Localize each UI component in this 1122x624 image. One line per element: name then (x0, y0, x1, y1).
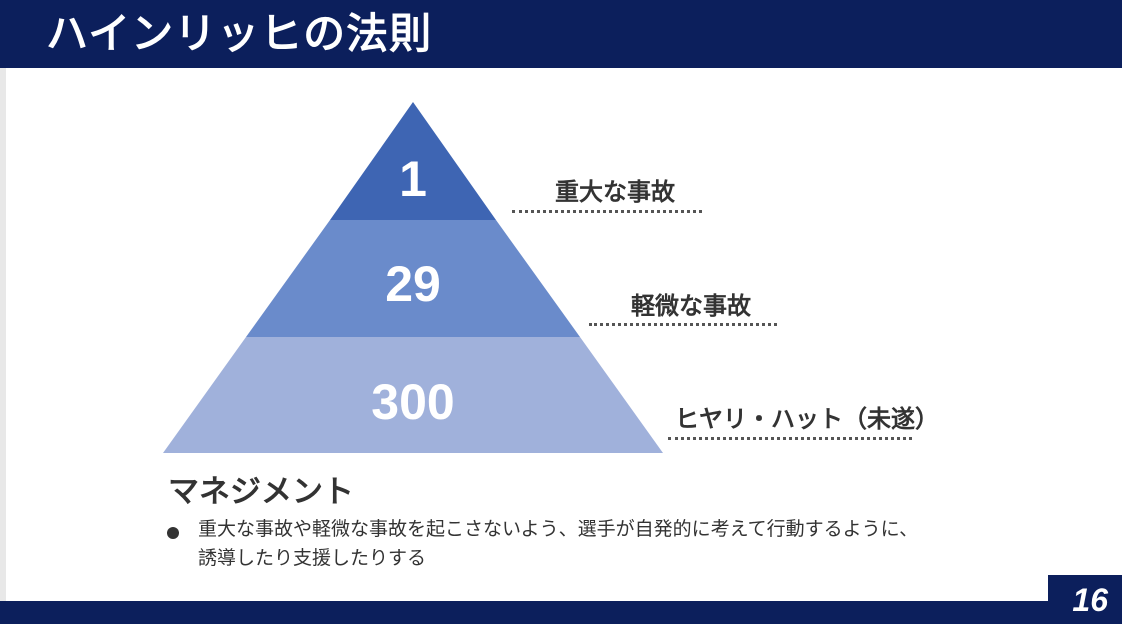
management-bullet: 重大な事故や軽微な事故を起こさないよう、選手が自発的に考えて行動するように、 誘… (198, 515, 998, 573)
tier-label-near-miss: ヒヤリ・ハット（未遂） (675, 405, 939, 433)
tier-label-minor-accident-underline (589, 323, 777, 326)
page-number: 16 (1072, 582, 1108, 618)
pyramid-tier-top-value: 1 (399, 151, 427, 207)
footer-bar (0, 601, 1122, 624)
page-number-box: 16 (1048, 575, 1122, 624)
pyramid-tier-bottom (163, 337, 663, 453)
tier-label-near-miss-underline (668, 437, 912, 440)
pyramid-tier-bottom-value: 300 (371, 374, 454, 430)
tier-label-serious-accident-underline (512, 210, 702, 213)
pyramid-tier-top (330, 102, 496, 220)
pyramid-tier-middle (246, 220, 580, 337)
pyramid-diagram: 1 29 300 (163, 102, 663, 453)
tier-label-serious-accident: 重大な事故 (555, 178, 675, 206)
management-heading: マネジメント (168, 474, 354, 510)
bullet-icon (167, 527, 179, 539)
slide-title: ハインリッヒの法則 (46, 9, 433, 58)
management-bullet-line-2: 誘導したり支援したりする (198, 547, 427, 569)
management-bullet-line-1: 重大な事故や軽微な事故を起こさないよう、選手が自発的に考えて行動するように、 (198, 518, 919, 540)
title-bar: ハインリッヒの法則 (0, 0, 1122, 68)
pyramid-tier-middle-value: 29 (385, 256, 441, 312)
slide-left-rule (0, 0, 6, 624)
tier-label-minor-accident: 軽微な事故 (631, 292, 751, 320)
